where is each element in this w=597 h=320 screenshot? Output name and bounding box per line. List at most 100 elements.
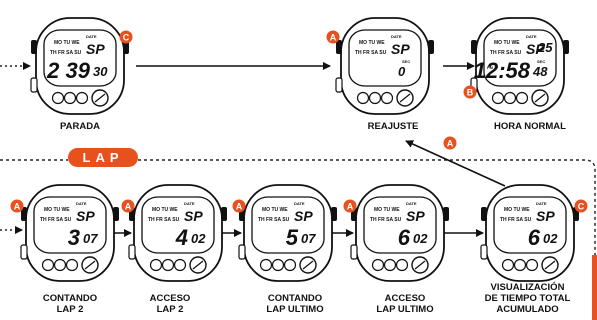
face-button-0 [149,258,163,272]
days-bottom: TH FR SA SU [500,217,532,223]
face-button-1 [383,258,397,272]
face-button-0 [501,258,515,272]
lcd-display [251,196,325,254]
lcd-display [348,29,422,87]
label-reajuste: REAJUSTE [367,121,419,132]
sec-tag: SEC [537,59,545,64]
face-button-1 [513,258,527,272]
side-button-left-bottom [350,244,358,260]
main-readout: 4 [175,225,188,250]
date-tag: DATE [86,34,97,39]
face-button-0 [356,91,370,105]
face-button-1 [63,91,77,105]
days-bottom: TH FR SA SU [258,217,290,223]
lcd-display [493,196,567,254]
seconds-readout: 07 [301,231,316,246]
days-top: MO TU WE [54,40,80,46]
main-readout: 5 [286,225,299,250]
seconds-readout: 0 [398,64,406,79]
lap-badge: LAP [68,148,138,167]
button-badge-a-2 [121,199,135,213]
days-bottom: TH FR SA SU [40,217,72,223]
button-badge-a-3-letter: A [236,202,243,212]
days-top: MO TU WE [504,207,530,213]
date-tag: DATE [184,201,195,206]
face-button-2 [525,258,539,272]
side-button-right-top [443,207,449,221]
side-button-left-top [471,40,477,54]
side-button-right-top [113,207,119,221]
face-button-2 [515,91,529,105]
face-button-0 [51,91,65,105]
button-badge-a-1-letter: A [14,202,21,212]
crown-mark [414,260,426,270]
seconds-readout: 07 [83,231,98,246]
days-top: MO TU WE [494,40,520,46]
crown-mark [84,260,96,270]
days-top: MO TU WE [44,207,70,213]
side-button-left-top [336,40,342,54]
face-button-2 [65,258,79,272]
arrow-return-to-reajuste [405,140,506,187]
face-button-2 [75,91,89,105]
date-tag: DATE [406,201,417,206]
month-readout: SP [526,41,545,57]
date-tag: DATE [526,34,537,39]
date-tag: DATE [294,201,305,206]
seconds-readout: 48 [532,64,548,79]
side-button-right-top [331,207,337,221]
lcd-display [141,196,215,254]
seconds-readout: 02 [543,231,558,246]
side-button-right-top [123,40,129,54]
face-button-1 [503,91,517,105]
button-badge-a-4 [343,199,357,213]
face-button-0 [41,258,55,272]
face-button-0 [259,258,273,272]
button-badge-a-1 [10,199,24,213]
button-badge-a-top-letter: A [330,33,337,43]
face-button-2 [395,258,409,272]
main-readout: 2 39 [46,58,91,83]
main-readout: 6 [528,225,541,250]
main-readout: 12:58 [474,58,531,83]
side-button-left-top [481,207,487,221]
month-readout: SP [184,208,203,224]
side-button-left-bottom [238,244,246,260]
days-bottom: TH FR SA SU [148,217,180,223]
face-button-1 [161,258,175,272]
button-badge-c-top-letter: C [123,33,130,43]
button-badge-a-return-letter: A [447,139,454,149]
month-readout: SP [294,208,313,224]
button-badge-a-2-letter: A [125,202,132,212]
sec-tag: SEC [402,59,410,64]
days-top: MO TU WE [359,40,385,46]
main-readout: 3 [68,225,80,250]
date-readout: 25 [537,40,553,55]
lcd-display [33,196,107,254]
crown-mark [94,93,106,103]
side-button-left-top [31,40,37,54]
month-readout: SP [406,208,425,224]
button-badge-a-return [443,136,457,150]
crown-mark [534,93,546,103]
label-parada: PARADA [60,121,100,132]
face-button-1 [368,91,382,105]
month-readout: SP [391,41,410,57]
pm-indicator: PM [487,65,494,70]
date-tag: DATE [536,201,547,206]
crown-mark [192,260,204,270]
days-bottom: TH FR SA SU [490,50,522,56]
